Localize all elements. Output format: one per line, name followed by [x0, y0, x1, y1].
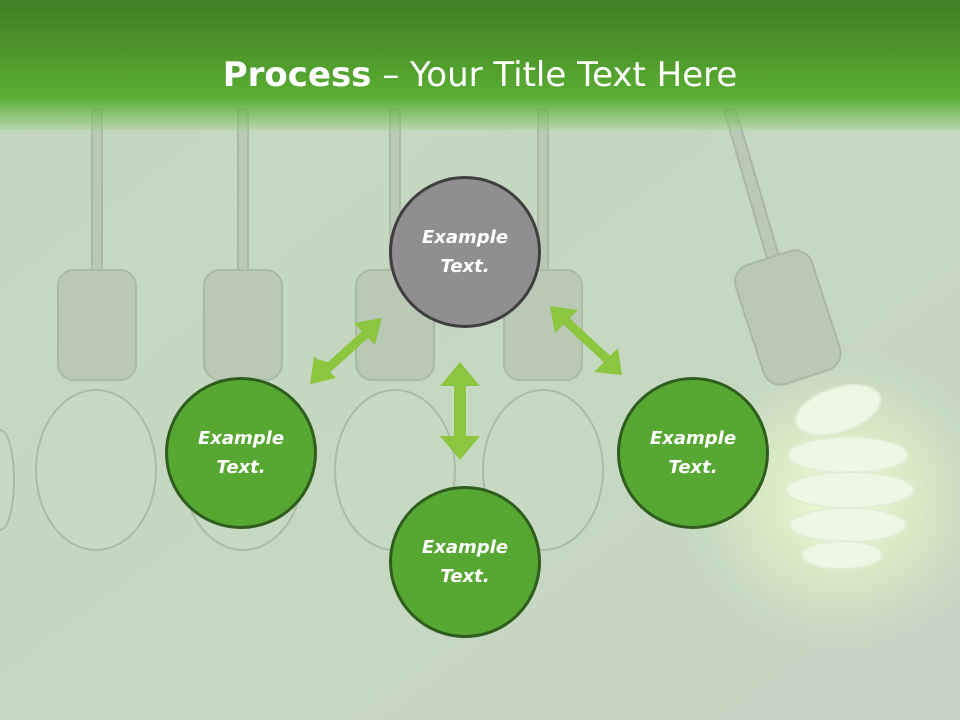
node-right-line2: Text.: [668, 457, 718, 478]
node-bottom-line1: Example: [421, 537, 509, 558]
node-right-line1: Example: [649, 428, 737, 449]
right-diagonal-double-arrow: [550, 306, 622, 375]
node-top-line1: Example: [421, 227, 509, 248]
process-node-left: Example Text.: [165, 377, 317, 529]
node-left-line1: Example: [197, 428, 285, 449]
title-bold: Process: [222, 55, 372, 95]
title-rest: – Your Title Text Here: [371, 55, 738, 95]
process-node-right: Example Text.: [617, 377, 769, 529]
process-node-top: Example Text.: [389, 176, 541, 328]
slide-title: Process – Your Title Text Here: [0, 52, 960, 98]
vertical-double-arrow: [440, 362, 480, 460]
title-bar: [0, 0, 960, 130]
left-diagonal-double-arrow: [310, 318, 382, 384]
process-node-bottom: Example Text.: [389, 486, 541, 638]
node-bottom-line2: Text.: [440, 566, 490, 587]
node-left-line2: Text.: [216, 457, 266, 478]
node-top-line2: Text.: [440, 256, 490, 277]
